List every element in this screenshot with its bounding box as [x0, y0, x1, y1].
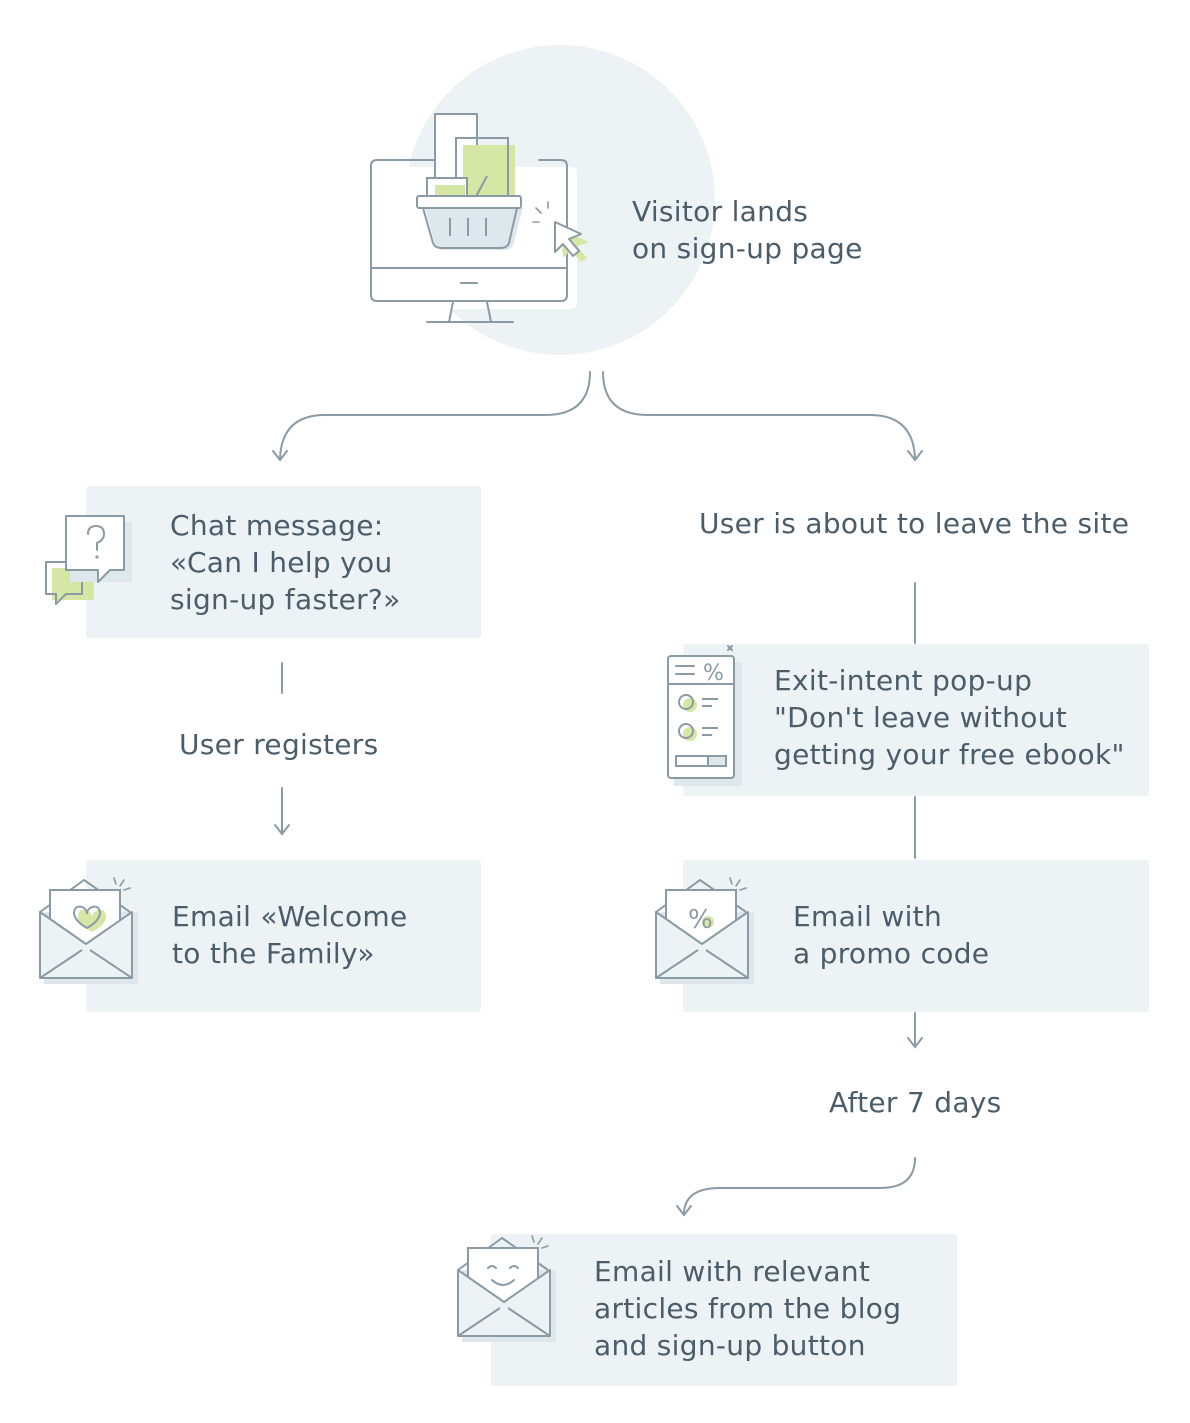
articles-email-box [491, 1234, 957, 1386]
after-7-days-label: After 7 days [829, 1086, 1002, 1119]
popup-form-percent-icon: % [667, 645, 742, 786]
connector-delay-articles [683, 1157, 916, 1214]
arrowhead-start-right [907, 450, 923, 462]
envelope-percent-icon: % [655, 877, 754, 984]
chat-message-label: Chat message: «Can I help you sign-up fa… [170, 509, 401, 616]
chat-message-box [86, 486, 481, 638]
leave-site-label: User is about to leave the site [699, 507, 1130, 540]
svg-text:%: % [688, 905, 713, 935]
monitor-shopping-basket-icon [370, 45, 715, 355]
welcome-email-box [86, 860, 481, 1012]
promo-email-label: Email with a promo code [793, 900, 990, 970]
welcome-email-label: Email «Welcome to the Family» [172, 900, 408, 970]
arrowhead-welcome [274, 824, 290, 836]
exit-popup-box [683, 644, 1149, 796]
exit-popup-label: Exit-intent pop-up "Don't leave without … [774, 664, 1125, 771]
connector-start-left [279, 371, 591, 459]
articles-email-label: Email with relevant articles from the bl… [594, 1255, 902, 1362]
promo-email-box [683, 860, 1149, 1012]
envelope-heart-icon [39, 877, 138, 984]
arrowhead-delay [907, 1037, 923, 1049]
user-registers-label: User registers [179, 728, 379, 761]
arrowhead-articles [676, 1205, 692, 1217]
svg-text:%: % [703, 661, 724, 686]
chat-question-icon [45, 515, 132, 605]
start-label: Visitor lands on sign-up page [632, 195, 863, 265]
envelope-smile-icon [457, 1235, 556, 1342]
arrowhead-start-left [272, 450, 288, 462]
connector-start-right [602, 371, 916, 459]
